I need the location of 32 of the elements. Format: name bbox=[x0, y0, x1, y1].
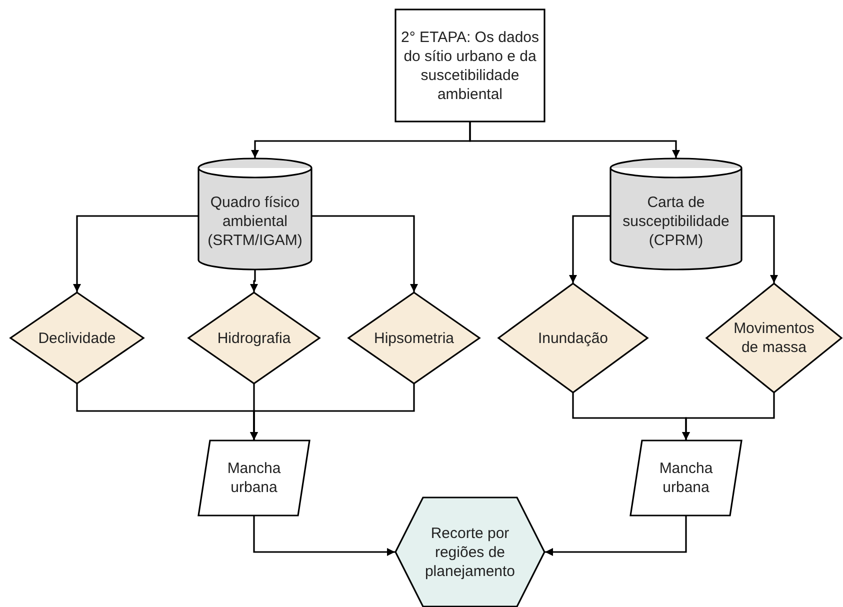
arrow bbox=[469, 122, 680, 158]
database-cylinder bbox=[198, 158, 312, 270]
arrow bbox=[742, 215, 778, 283]
data-parallelogram bbox=[198, 440, 310, 516]
decision-diamond bbox=[10, 292, 144, 384]
database-cylinder bbox=[610, 158, 742, 270]
arrow bbox=[253, 516, 395, 556]
decision-diamond bbox=[348, 292, 480, 384]
node-label: Movimentos de massa bbox=[732, 319, 816, 357]
node-label: Hidrografia bbox=[217, 328, 291, 348]
arrow bbox=[250, 384, 415, 440]
arrow bbox=[73, 215, 198, 292]
node-label: Quadro físico ambiental (SRTM/IGAM) bbox=[206, 192, 304, 250]
arrow bbox=[545, 516, 687, 556]
node-label: 2° ETAPA: Os dados do sítio urbano e da suscetibilidade ambiental bbox=[401, 28, 539, 104]
node-label: Mancha urbana bbox=[226, 459, 282, 497]
node-label: Hipsometria bbox=[374, 328, 454, 348]
node-label: Carta de susceptibilidade (CPRM) bbox=[622, 192, 730, 250]
arrow bbox=[312, 215, 418, 292]
hexagon-shape bbox=[395, 497, 545, 607]
arrow bbox=[682, 393, 775, 440]
decision-diamond bbox=[498, 283, 648, 393]
arrow bbox=[250, 270, 258, 292]
arrow bbox=[569, 215, 610, 283]
node-label: Recorte por regiões de planejamento bbox=[424, 524, 516, 580]
node-label: Declividade bbox=[38, 328, 116, 348]
data-parallelogram bbox=[630, 440, 742, 516]
decision-diamond bbox=[188, 292, 320, 384]
node-label: Mancha urbana bbox=[658, 459, 714, 497]
decision-diamond bbox=[706, 283, 842, 393]
node-label: Inundação bbox=[538, 328, 608, 348]
process-box bbox=[395, 9, 545, 122]
